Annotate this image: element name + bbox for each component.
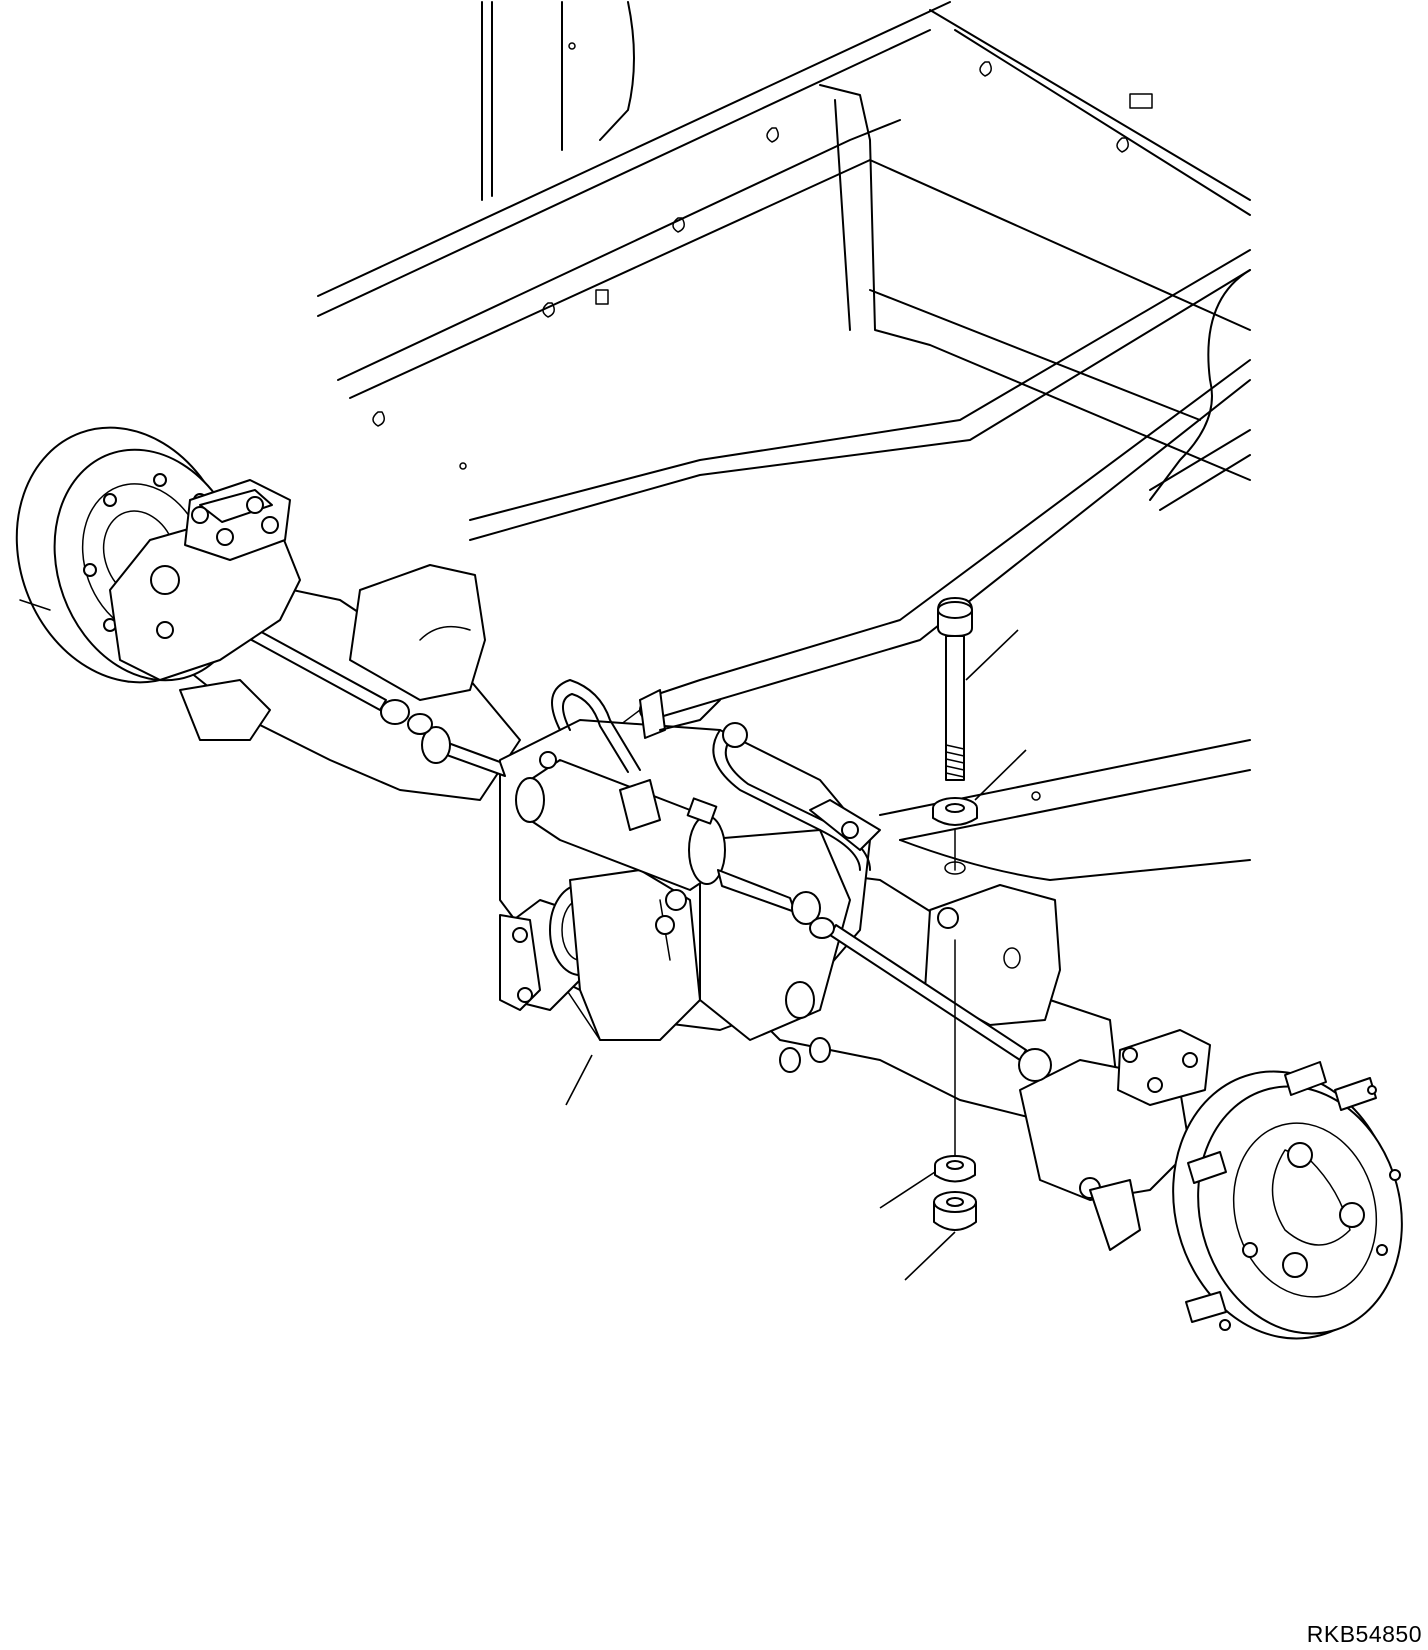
leader-lines <box>566 630 1026 1280</box>
steering-cylinder <box>422 727 820 924</box>
left-steering-knuckle <box>110 480 300 740</box>
right-steering-knuckle <box>1019 1030 1210 1250</box>
leader-line-upper-washer <box>975 750 1026 800</box>
figure-code: RKB54850 <box>1306 1621 1422 1647</box>
mounting-hardware <box>933 598 977 1230</box>
leader-line-nut <box>905 1232 955 1280</box>
hydraulic-lines <box>540 680 880 870</box>
right-wheel-hub <box>1144 1046 1428 1364</box>
chassis-frame <box>318 2 1250 880</box>
leader-line-bolt <box>966 630 1018 680</box>
leader-line-axle <box>566 1055 592 1105</box>
leader-line-lower-washer <box>880 1172 935 1208</box>
